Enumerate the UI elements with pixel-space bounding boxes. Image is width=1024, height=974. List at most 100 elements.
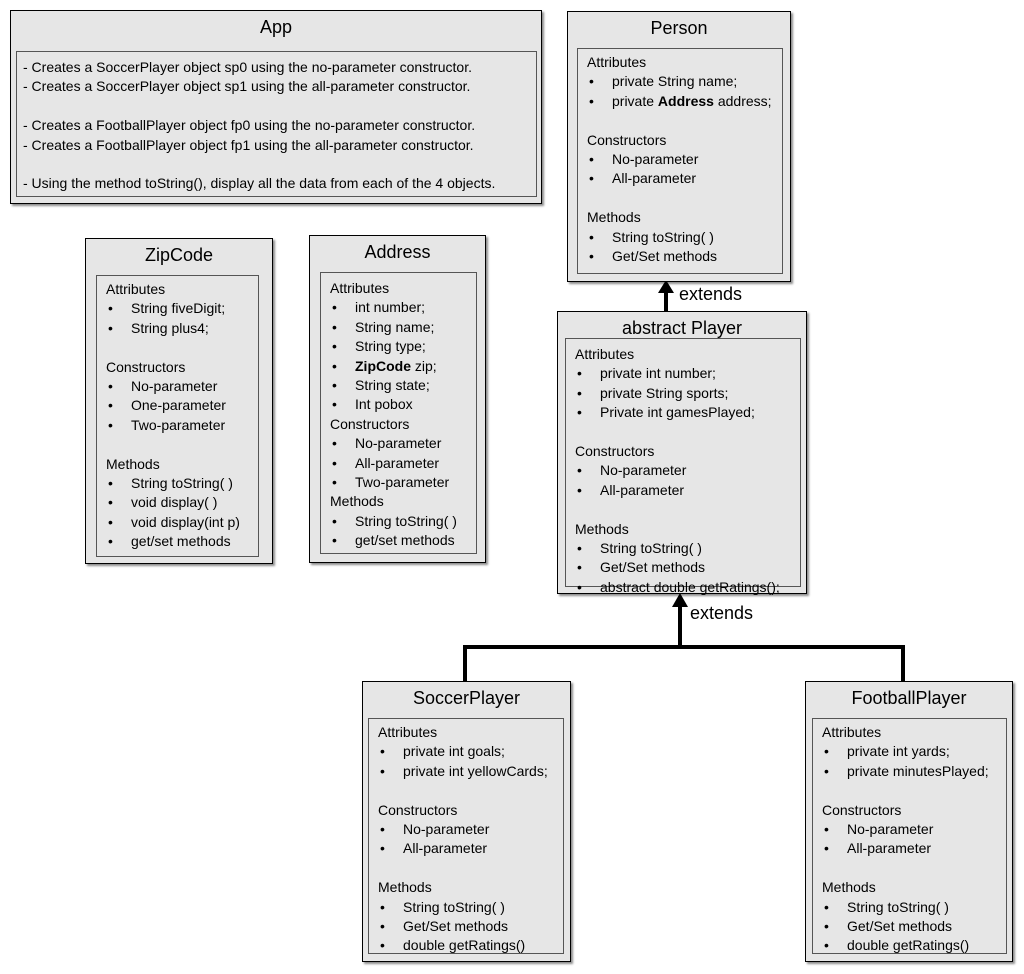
attribute-item: String state;: [330, 376, 468, 396]
attributes-section: Attributes private int yards; private mi…: [822, 723, 998, 782]
footballplayer-class-box: FootballPlayer Attributes private int ya…: [805, 681, 1013, 962]
attribute-item: String name;: [330, 318, 468, 338]
methods-heading: Methods: [330, 493, 384, 510]
methods-section: Methods String toString( ) get/set metho…: [330, 492, 468, 551]
soccerplayer-class-box: SoccerPlayer Attributes private int goal…: [362, 681, 571, 962]
attribute-item: String type;: [330, 337, 468, 357]
methods-heading: Methods: [822, 879, 876, 896]
attributes-heading: Attributes: [575, 346, 635, 362]
constructors-section: Constructors No-parameter All-parameter: [575, 442, 792, 501]
attribute-item: String plus4;: [106, 319, 250, 339]
attribute-item: private minutesPlayed;: [822, 762, 998, 782]
constructor-item: All-parameter: [575, 481, 792, 501]
method-item: Get/Set methods: [587, 247, 774, 267]
app-description: - Creates a SoccerPlayer object sp0 usin…: [16, 51, 537, 197]
player-class-body: Attributes private int number; private S…: [565, 338, 801, 598]
constructors-section: Constructors No-parameter All-parameter: [587, 131, 774, 190]
attribute-item: private Address address;: [587, 92, 774, 112]
methods-section: Methods String toString( ) void display(…: [106, 455, 250, 552]
extends-person-arrowhead: [658, 280, 674, 293]
method-item: String toString( ): [378, 898, 555, 918]
attribute-item: String fiveDigit;: [106, 299, 250, 319]
constructor-item: No-parameter: [587, 150, 774, 170]
method-item: Get/Set methods: [575, 558, 792, 578]
address-class-body: Attributes int number; String name; Stri…: [320, 272, 477, 554]
constructor-item: All-parameter: [822, 839, 998, 859]
attribute-item: Int pobox: [330, 395, 468, 415]
app-line: - Creates a SoccerPlayer object sp0 usin…: [23, 59, 472, 75]
address-class-box: Address Attributes int number; String na…: [309, 235, 486, 563]
method-item: Get/Set methods: [378, 917, 555, 937]
app-class-title: App: [259, 17, 293, 37]
constructor-item: All-parameter: [378, 839, 555, 859]
attribute-item: private int yellowCards;: [378, 762, 555, 782]
constructor-item: No-parameter: [575, 461, 792, 481]
method-item: abstract double getRatings();: [575, 578, 792, 598]
person-class-box: Person Attributes private String name; p…: [567, 11, 791, 282]
method-item: String toString( ): [330, 512, 468, 532]
constructor-item: No-parameter: [106, 377, 250, 397]
attributes-section: Attributes String fiveDigit; String plus…: [106, 280, 250, 339]
methods-section: Methods String toString( ) Get/Set metho…: [822, 878, 998, 956]
method-item: double getRatings(): [378, 936, 555, 956]
constructors-heading: Constructors: [378, 801, 458, 818]
constructors-heading: Constructors: [822, 801, 902, 818]
attributes-section: Attributes int number; String name; Stri…: [330, 279, 468, 415]
method-item: Get/Set methods: [822, 917, 998, 937]
methods-section: Methods String toString( ) Get/Set metho…: [575, 520, 792, 598]
attribute-item: private int goals;: [378, 742, 555, 762]
extends-player-tree: [463, 645, 905, 681]
method-item: void display( ): [106, 493, 250, 513]
zipcode-class-box: ZipCode Attributes String fiveDigit; Str…: [85, 238, 273, 564]
attributes-heading: Attributes: [378, 724, 438, 740]
attribute-item: int number;: [330, 298, 468, 318]
method-item: String toString( ): [822, 898, 998, 918]
methods-heading: Methods: [575, 520, 629, 537]
player-class-box: abstract Player Attributes private int n…: [557, 311, 807, 598]
constructors-heading: Constructors: [575, 443, 655, 460]
extends-person-label: extends: [679, 284, 743, 304]
extends-player-arrowhead: [672, 593, 688, 607]
constructors-heading: Constructors: [106, 358, 186, 375]
app-class-box: App - Creates a SoccerPlayer object sp0 …: [10, 10, 542, 204]
extends-player-label: extends: [690, 603, 754, 623]
player-class-title: abstract Player: [621, 318, 743, 338]
address-class-title: Address: [364, 242, 431, 262]
constructors-section: Constructors No-parameter One-parameter …: [106, 358, 250, 436]
constructors-section: Constructors No-parameter All-parameter: [378, 801, 555, 860]
attribute-item: private String sports;: [575, 384, 792, 404]
method-item: get/set methods: [106, 532, 250, 552]
attributes-heading: Attributes: [587, 54, 647, 70]
method-item: void display(int p): [106, 513, 250, 533]
constructors-section: Constructors No-parameter All-parameter: [822, 801, 998, 860]
methods-heading: Methods: [106, 455, 160, 472]
constructor-item: No-parameter: [822, 820, 998, 840]
attribute-item: private int yards;: [822, 742, 998, 762]
app-line: - Using the method toString(), display a…: [23, 175, 496, 192]
soccerplayer-class-title: SoccerPlayer: [412, 688, 521, 708]
person-class-body: Attributes private String name; private …: [577, 48, 783, 274]
method-item: String toString( ): [575, 539, 792, 559]
attribute-item: ZipCode zip;: [330, 357, 468, 377]
constructors-section: Constructors No-parameter All-parameter …: [330, 415, 468, 493]
methods-heading: Methods: [378, 879, 432, 896]
attributes-section: Attributes private String name; private …: [587, 53, 774, 112]
constructor-item: All-parameter: [587, 169, 774, 189]
methods-section: Methods String toString( ) Get/Set metho…: [378, 878, 555, 956]
methods-heading: Methods: [587, 209, 641, 226]
attribute-item: private String name;: [587, 72, 774, 92]
attribute-item: private int number;: [575, 364, 792, 384]
attribute-item: Private int gamesPlayed;: [575, 403, 792, 423]
footballplayer-class-title: FootballPlayer: [851, 688, 967, 708]
constructor-item: No-parameter: [378, 820, 555, 840]
zipcode-class-body: Attributes String fiveDigit; String plus…: [96, 275, 259, 557]
constructor-item: One-parameter: [106, 396, 250, 416]
app-line: - Creates a FootballPlayer object fp0 us…: [23, 117, 476, 134]
constructors-heading: Constructors: [330, 415, 410, 432]
constructor-item: Two-parameter: [330, 473, 468, 493]
app-line: - Creates a FootballPlayer object fp1 us…: [23, 136, 474, 153]
attributes-heading: Attributes: [330, 280, 390, 296]
method-item: String toString( ): [106, 474, 250, 494]
person-class-title: Person: [650, 18, 708, 38]
